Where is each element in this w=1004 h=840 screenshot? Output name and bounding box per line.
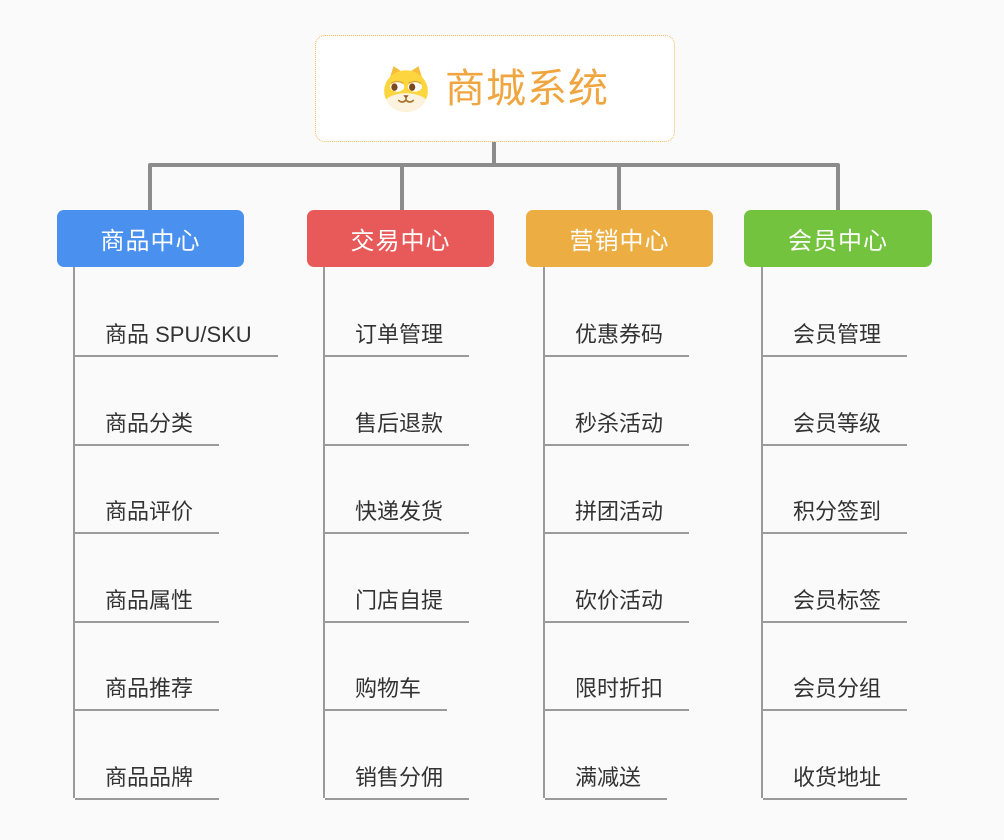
leaf-node[interactable]: 会员分组 xyxy=(763,678,908,711)
branch-title: 营销中心 xyxy=(569,228,670,255)
branch-title: 交易中心 xyxy=(350,228,451,255)
leaf-node[interactable]: 满减送 xyxy=(545,767,668,800)
leaf-node[interactable]: 购物车 xyxy=(325,678,448,711)
leaf-node[interactable]: 销售分佣 xyxy=(325,767,470,800)
leaf-node[interactable]: 积分签到 xyxy=(763,501,908,534)
connector-root-stub xyxy=(492,142,496,165)
leaf-node[interactable]: 快递发货 xyxy=(325,501,470,534)
dog-face-icon xyxy=(384,65,428,112)
leaf-node[interactable]: 售后退款 xyxy=(325,413,470,446)
leaf-node[interactable]: 商品评价 xyxy=(75,501,220,534)
leaf-node[interactable]: 秒杀活动 xyxy=(545,413,690,446)
leaf-node[interactable]: 商品推荐 xyxy=(75,678,220,711)
leaf-node[interactable]: 商品分类 xyxy=(75,413,220,446)
connector-drop-1 xyxy=(400,165,404,210)
leaf-node[interactable]: 商品属性 xyxy=(75,590,220,623)
leaf-node[interactable]: 订单管理 xyxy=(325,324,470,357)
root-node[interactable]: 商城系统 xyxy=(315,35,675,142)
leaf-node[interactable]: 商品品牌 xyxy=(75,767,220,800)
branch-column-product: 商品 SPU/SKU 商品分类 商品评价 商品属性 商品推荐 商品品牌 xyxy=(73,267,325,800)
leaf-node[interactable]: 拼团活动 xyxy=(545,501,690,534)
connector-hbar xyxy=(148,163,840,167)
branch-node-member[interactable]: 会员中心 xyxy=(744,210,932,267)
connector-drop-2 xyxy=(617,165,621,210)
leaf-node[interactable]: 砍价活动 xyxy=(545,590,690,623)
branch-node-product[interactable]: 商品中心 xyxy=(57,210,244,267)
branch-node-trade[interactable]: 交易中心 xyxy=(307,210,494,267)
leaf-node[interactable]: 门店自提 xyxy=(325,590,470,623)
leaf-node[interactable]: 限时折扣 xyxy=(545,678,690,711)
branch-column-trade: 订单管理 售后退款 快递发货 门店自提 购物车 销售分佣 xyxy=(323,267,575,800)
branch-title: 商品中心 xyxy=(100,228,201,255)
leaf-node[interactable]: 会员等级 xyxy=(763,413,908,446)
connector-drop-0 xyxy=(148,165,152,210)
leaf-node[interactable]: 收货地址 xyxy=(763,767,908,800)
connector-drop-3 xyxy=(836,165,840,210)
leaf-node[interactable]: 优惠券码 xyxy=(545,324,690,357)
branch-title: 会员中心 xyxy=(788,228,888,255)
branch-column-marketing: 优惠券码 秒杀活动 拼团活动 砍价活动 限时折扣 满减送 xyxy=(543,267,795,800)
leaf-node[interactable]: 商品 SPU/SKU xyxy=(75,324,278,357)
branch-node-marketing[interactable]: 营销中心 xyxy=(526,210,713,267)
leaf-node[interactable]: 会员管理 xyxy=(763,324,908,357)
leaf-node[interactable]: 会员标签 xyxy=(763,590,908,623)
root-title: 商城系统 xyxy=(445,66,609,111)
branch-column-member: 会员管理 会员等级 积分签到 会员标签 会员分组 收货地址 xyxy=(761,267,1004,800)
